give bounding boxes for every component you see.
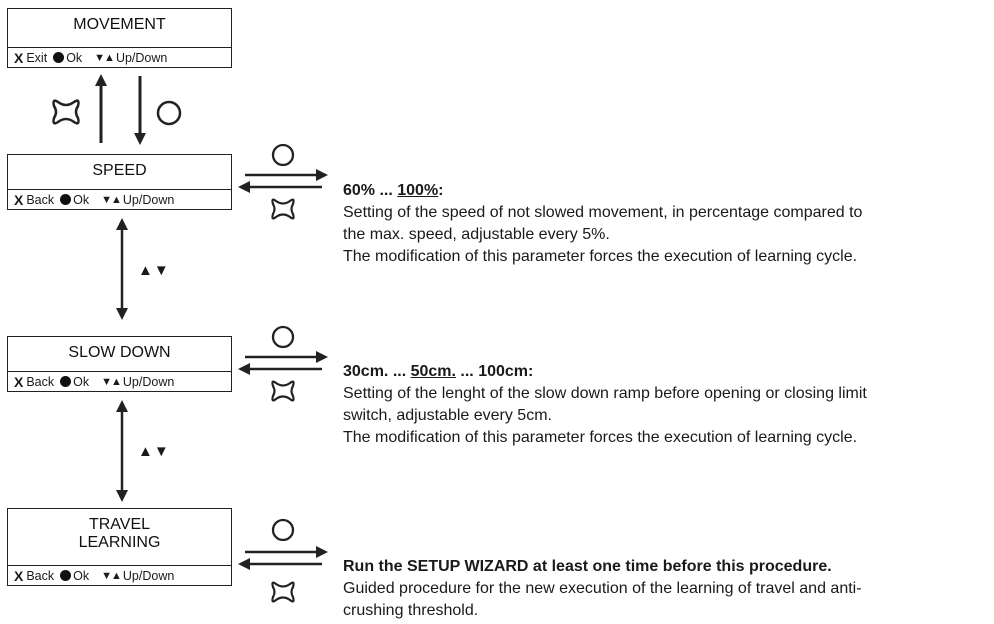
back-key: X (14, 567, 24, 584)
speed-exit-arrow (238, 181, 322, 193)
back-key: X (14, 373, 24, 390)
slowdown-exit-arrow (238, 363, 322, 375)
back-label: Back (26, 374, 55, 389)
ok-label: Ok (66, 50, 83, 65)
updown-label: Up/Down (122, 192, 175, 207)
menu-box-slowdown[interactable]: SLOW DOWN X Back Ok ▼▲ Up/Down (7, 336, 232, 392)
exit-label: Exit (26, 50, 48, 65)
slowdown-line1: Setting of the lenght of the slow down r… (343, 385, 867, 402)
cross-icon (271, 581, 295, 603)
ok-label: Ok (73, 192, 90, 207)
circle-icon (271, 143, 295, 167)
travel-line1: Guided procedure for the new execution o… (343, 580, 862, 597)
ok-dot-icon (60, 194, 72, 205)
movement-down-arrow (134, 76, 146, 145)
movement-up-arrow (95, 74, 107, 143)
cross-icon (271, 380, 295, 402)
circle-icon (271, 325, 295, 349)
menu-footer: X Back Ok ▼▲ Up/Down (8, 371, 231, 391)
updown-label: ▲▼ (138, 443, 170, 460)
menu-box-movement[interactable]: MOVEMENT X Exit Ok ▼▲ Up/Down (7, 8, 232, 68)
travel-exit-arrow (238, 558, 322, 570)
menu-footer: X Exit Ok ▼▲ Up/Down (8, 47, 231, 67)
ok-label: Ok (73, 374, 90, 389)
speed-range: 60% ... 100%: (343, 182, 444, 199)
circle-icon (156, 100, 182, 126)
travel-enter-arrow (245, 546, 328, 558)
updown-triangle-icon: ▼▲ (101, 193, 122, 206)
menu-title: SPEED (92, 162, 147, 179)
menu-title: TRAVEL LEARNING (8, 509, 231, 552)
slowdown-line3: The modification of this parameter force… (343, 429, 858, 446)
back-label: Back (26, 192, 55, 207)
speed-line1: Setting of the speed of not slowed movem… (343, 204, 863, 221)
updown-label: ▲▼ (138, 262, 170, 279)
speed-line3: The modification of this parameter force… (343, 248, 858, 265)
updown-triangle-icon: ▼▲ (101, 569, 122, 582)
slowdown-enter-arrow (245, 351, 328, 363)
menu-footer: X Back Ok ▼▲ Up/Down (8, 565, 231, 585)
menu-title-line2: LEARNING (78, 534, 161, 551)
slowdown-range: 30cm. ... 50cm. ... 100cm: (343, 363, 534, 380)
menu-title-line1: TRAVEL (88, 516, 151, 533)
ok-dot-icon (53, 52, 65, 63)
updown-label: Up/Down (122, 374, 175, 389)
travel-description: Run the SETUP WIZARD at least one time b… (343, 556, 862, 622)
menu-footer: X Back Ok ▼▲ Up/Down (8, 189, 231, 209)
menu-box-travel-learning[interactable]: TRAVEL LEARNING X Back Ok ▼▲ Up/Down (7, 508, 232, 586)
ok-dot-icon (60, 376, 72, 387)
speed-line2: the max. speed, adjustable every 5%. (343, 226, 610, 243)
ok-label: Ok (73, 568, 90, 583)
cross-icon (271, 198, 295, 220)
menu-title: SLOW DOWN (68, 344, 171, 361)
slowdown-description: 30cm. ... 50cm. ... 100cm: Setting of th… (343, 361, 867, 449)
circle-icon (271, 518, 295, 542)
updown-label: Up/Down (122, 568, 175, 583)
exit-key: X (14, 49, 24, 66)
updown-triangle-icon: ▼▲ (94, 51, 115, 64)
ok-dot-icon (60, 570, 72, 581)
menu-box-speed[interactable]: SPEED X Back Ok ▼▲ Up/Down (7, 154, 232, 210)
speed-enter-arrow (245, 169, 328, 181)
cross-icon (52, 99, 80, 125)
menu-title: MOVEMENT (73, 16, 166, 33)
updown-triangle-icon: ▼▲ (101, 375, 122, 388)
back-label: Back (26, 568, 55, 583)
slowdown-default-value: 50cm. (410, 363, 456, 380)
back-key: X (14, 191, 24, 208)
slowdown-line2: switch, adjustable every 5cm. (343, 407, 552, 424)
speed-slowdown-updown-arrow (116, 218, 128, 320)
speed-description: 60% ... 100%: Setting of the speed of no… (343, 180, 862, 268)
updown-label: Up/Down (115, 50, 168, 65)
travel-line2: crushing threshold. (343, 602, 479, 619)
travel-heading: Run the SETUP WIZARD at least one time b… (343, 558, 832, 575)
slowdown-travel-updown-arrow (116, 400, 128, 502)
speed-default-value: 100% (397, 182, 439, 199)
